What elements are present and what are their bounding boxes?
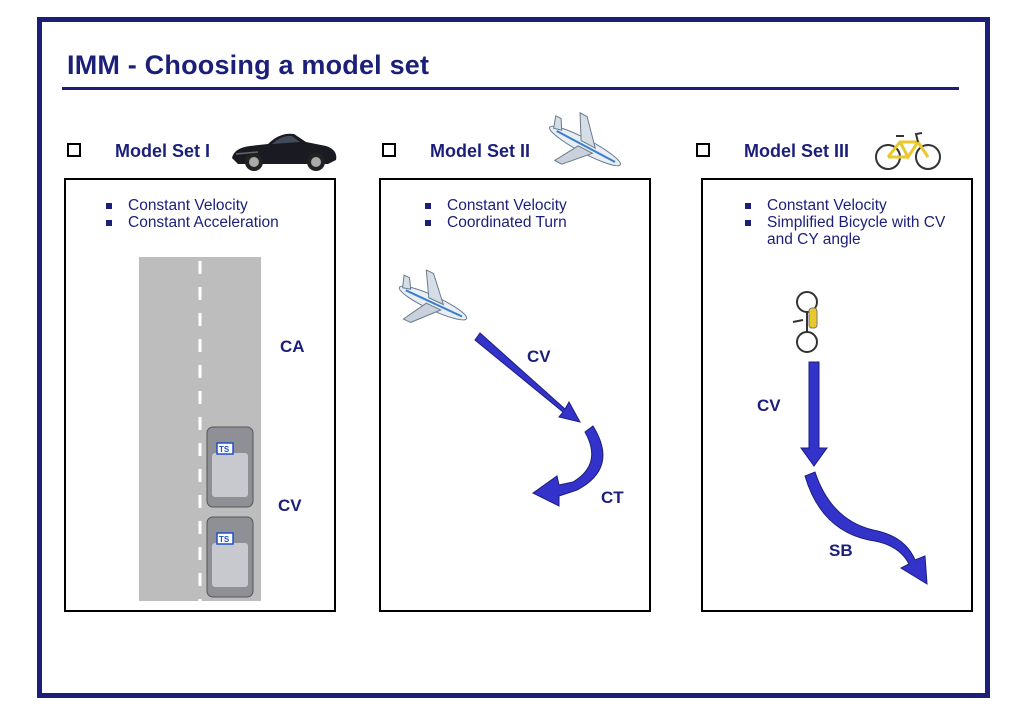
- model-set-3-title: Model Set III: [744, 141, 850, 161]
- model-set-2-title: Model Set II: [430, 141, 531, 161]
- bullet-item: Constant Velocity: [425, 197, 567, 214]
- model-set-1-title: Model Set I: [115, 141, 211, 161]
- airplane-icon: [549, 111, 621, 167]
- sb-curve-arrow: [804, 471, 928, 585]
- model-set-1-panel: Constant Velocity Constant Acceleration …: [64, 178, 336, 612]
- bicycle-top-view-icon: [792, 291, 818, 353]
- svg-text:TS: TS: [219, 535, 230, 544]
- model-set-2-bullets: Constant Velocity Coordinated Turn: [425, 197, 567, 231]
- road-illustration: TS TS: [139, 257, 261, 601]
- model-set-2-heading: Model Set II: [382, 141, 530, 162]
- bicycle-icon: [875, 132, 941, 170]
- label-cv: CV: [278, 496, 302, 515]
- model-set-1-heading: Model Set I: [67, 141, 210, 162]
- cv-straight-arrow: [800, 361, 828, 467]
- model-set-1-bullets: Constant Velocity Constant Acceleration: [106, 197, 279, 231]
- bullet-item: Coordinated Turn: [425, 214, 567, 231]
- label-sb: SB: [829, 541, 853, 560]
- label-cv: CV: [757, 396, 781, 415]
- checkbox-bullet-icon: [696, 143, 710, 158]
- bullet-item: Constant Acceleration: [106, 214, 279, 231]
- bullet-item: Constant Velocity: [106, 197, 279, 214]
- airplane-icon: [398, 269, 468, 323]
- checkbox-bullet-icon: [67, 143, 81, 158]
- slide-frame: [37, 17, 990, 698]
- checkbox-bullet-icon: [382, 143, 396, 158]
- car-icon: [232, 133, 337, 171]
- svg-text:TS: TS: [219, 445, 230, 454]
- title-underline: [62, 87, 959, 90]
- bullet-item: Constant Velocity: [745, 197, 965, 214]
- model-set-2-panel: Constant Velocity Coordinated Turn CV CT: [379, 178, 651, 612]
- car-top-view-icon: TS: [206, 516, 254, 598]
- car-top-view-icon: TS: [206, 426, 254, 508]
- bullet-item: Simplified Bicycle with CV and CY angle: [745, 214, 965, 248]
- cv-straight-arrow: [474, 332, 581, 423]
- model-set-3-panel: Constant Velocity Simplified Bicycle wit…: [701, 178, 973, 612]
- label-ca: CA: [280, 337, 305, 356]
- slide-title: IMM - Choosing a model set: [67, 50, 430, 80]
- model-set-3-bullets: Constant Velocity Simplified Bicycle wit…: [745, 197, 965, 248]
- model-set-3-heading: Model Set III: [696, 141, 849, 162]
- ct-turn-arrow: [532, 425, 604, 507]
- label-ct: CT: [601, 488, 624, 507]
- label-cv: CV: [527, 347, 551, 366]
